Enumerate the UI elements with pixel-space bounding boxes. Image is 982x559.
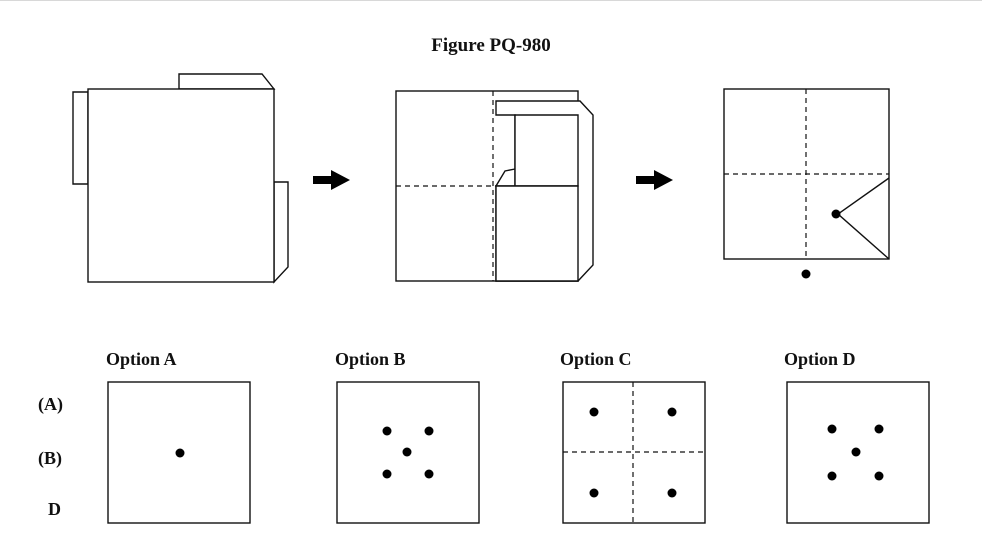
option-c-hole [589,407,599,417]
option-c-square[interactable] [562,381,706,524]
step-3-reference-dot [801,269,811,279]
side-label-d: D [48,499,61,519]
option-b-hole [382,469,392,479]
option-c-hole [667,488,677,498]
option-c-label: Option C [560,349,632,369]
option-b-hole [382,426,392,436]
step-1-paper [72,73,289,284]
option-a-hole [175,448,185,458]
option-b-hole [424,469,434,479]
option-d-label: Option D [784,349,856,369]
arrow-2-icon [636,170,673,190]
option-d-hole [851,447,861,457]
option-d-hole [874,424,884,434]
option-d-square[interactable] [786,381,930,524]
step-2-inner-flap [514,114,579,187]
option-d-hole [827,424,837,434]
option-c-hole [667,407,677,417]
step-2-paper [395,90,594,282]
step-2-fold-corner [495,168,516,187]
figure-title: Figure PQ-980 [431,35,551,56]
side-label-a: (A) [38,394,63,414]
step-1-square [87,88,275,283]
step-1-top-flap [178,73,276,90]
option-b-hole [402,447,412,457]
step-2-lower-flap [495,185,579,282]
option-a-square[interactable] [107,381,251,524]
step-1-right-flap [273,181,289,284]
option-a-label: Option A [106,349,177,369]
step-1-left-flap [72,91,89,185]
side-label-b: (B) [38,448,62,468]
option-c-hole [589,488,599,498]
step-3-paper [723,88,890,279]
option-d-hole [827,471,837,481]
option-b-hole [424,426,434,436]
arrow-1-icon [313,170,350,190]
option-d-hole [874,471,884,481]
step-3-punch-hole [831,209,841,219]
option-b-label: Option B [335,349,406,369]
option-b-square[interactable] [336,381,480,524]
